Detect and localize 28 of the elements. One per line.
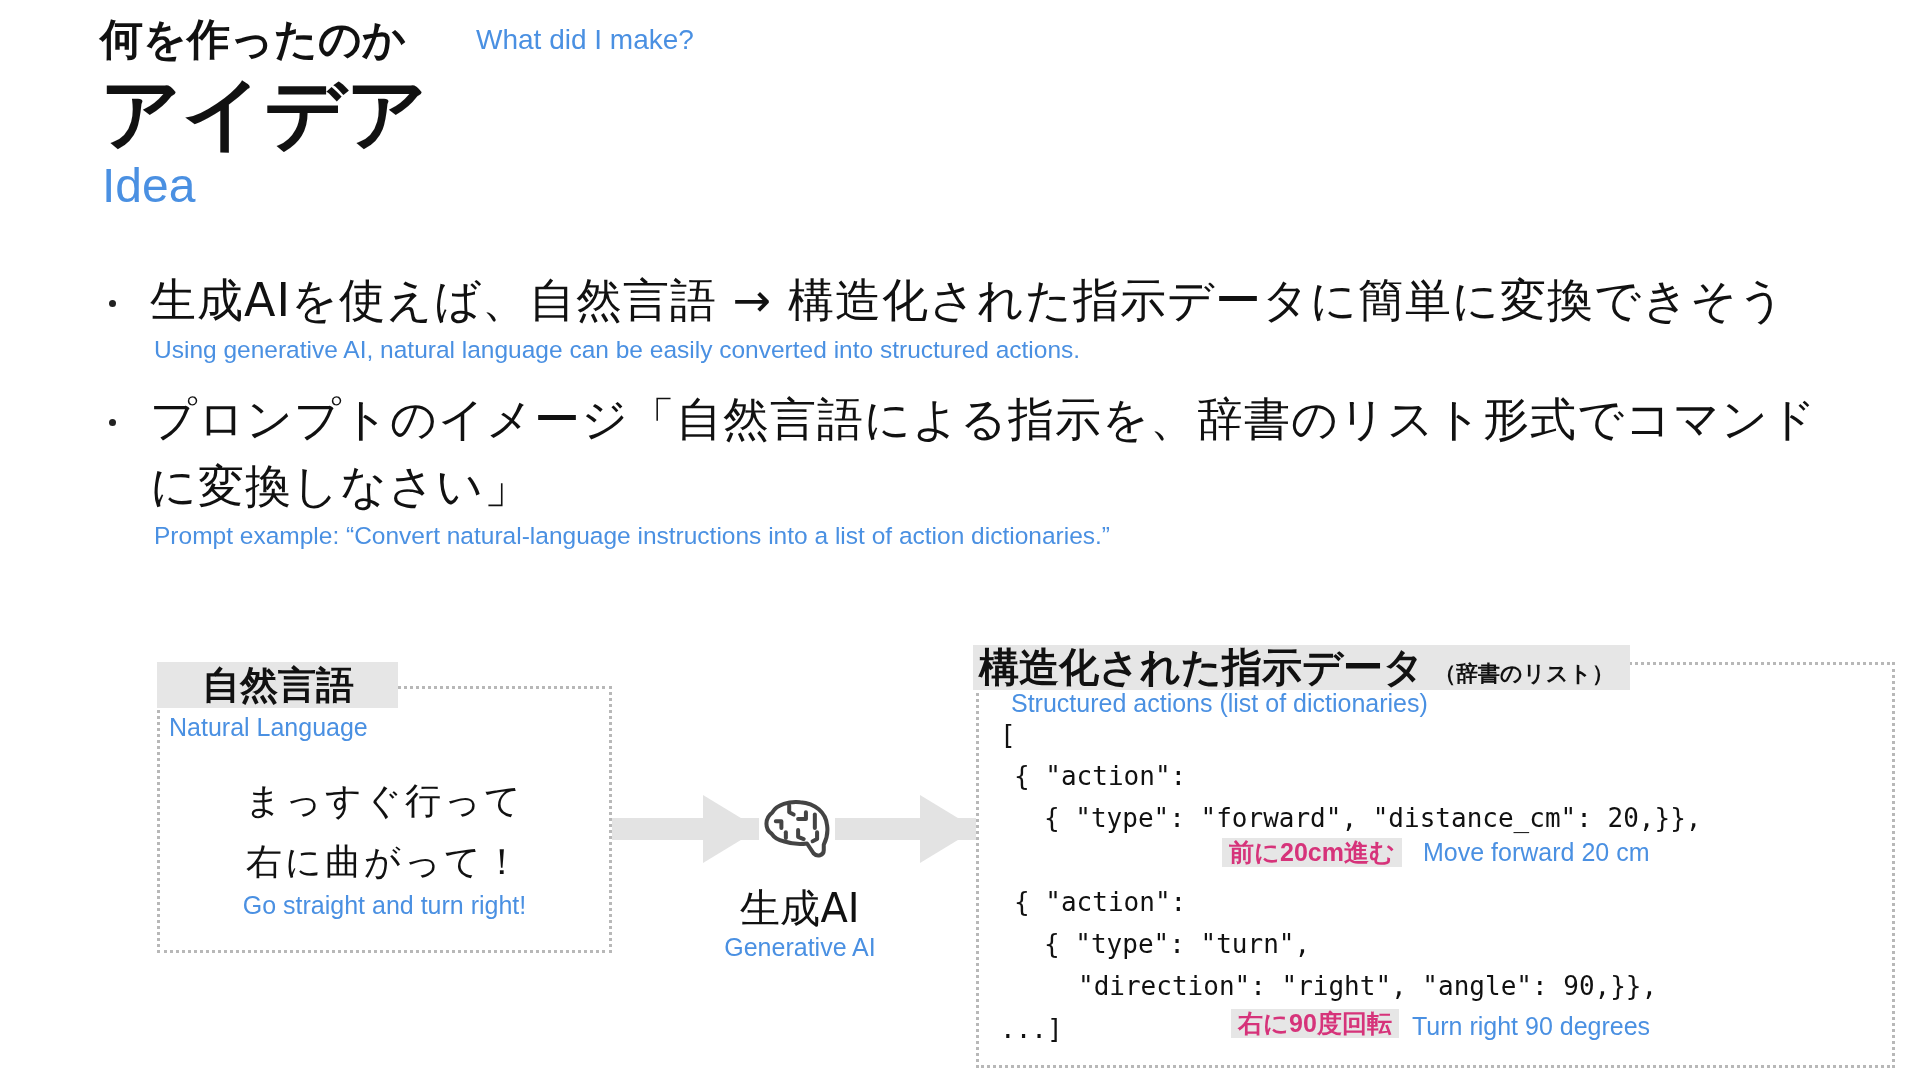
box-heading: 構造化された指示データ [979, 645, 1424, 690]
arrow [612, 795, 759, 863]
code-line: "direction": "right", "angle": 90,}}, [1078, 970, 1658, 1003]
heading-translation: Natural Language [169, 712, 368, 742]
code-line: ...] [1000, 1013, 1063, 1046]
node-label: 生成AI [740, 884, 860, 932]
example-sentence: まっすぐ行って右に曲がって！ [244, 779, 525, 884]
code-line: { "action": [1014, 886, 1187, 919]
section-heading: 何を作ったのか [100, 14, 406, 66]
sentence-translation: Go straight and turn right! [242, 890, 527, 920]
code-line: { "action": [1014, 760, 1187, 793]
highlighted-note: 前に20cm進む [1222, 838, 1402, 867]
label-translation: Generative AI [724, 932, 876, 962]
heading-translation: Structured actions (list of dictionaries) [1011, 688, 1428, 718]
bullet-text: 生成AIを使えば、自然言語 → 構造化された指示データに簡単に変換できそう [150, 273, 1786, 329]
note-translation: Turn right 90 degrees [1412, 1011, 1651, 1041]
note-translation: Move forward 20 cm [1423, 837, 1650, 867]
box-heading: 自然言語 [157, 662, 398, 708]
translation-text: Using generative AI, natural language can be easily converted into structured actions. [154, 335, 1081, 365]
code-line: { "type": "turn", [1044, 928, 1311, 961]
bullet-text: プロンプトのイメージ「自然言語による指示を、辞書のリスト形式でコマンドに変換しなさい」 [150, 391, 1818, 515]
heading-note: （辞書のリスト） [1434, 660, 1614, 688]
heading-translation: What did I make? [476, 23, 694, 57]
code-line: { "type": "forward", "distance_cm": 20,}}, [1044, 802, 1702, 835]
arrow [835, 795, 976, 863]
highlighted-note: 右に90度回転 [1231, 1009, 1399, 1038]
translation-text: Prompt example: “Convert natural-language instructions into a list of action dictionaries.” [154, 521, 1110, 551]
code-line: [ [1000, 719, 1016, 752]
